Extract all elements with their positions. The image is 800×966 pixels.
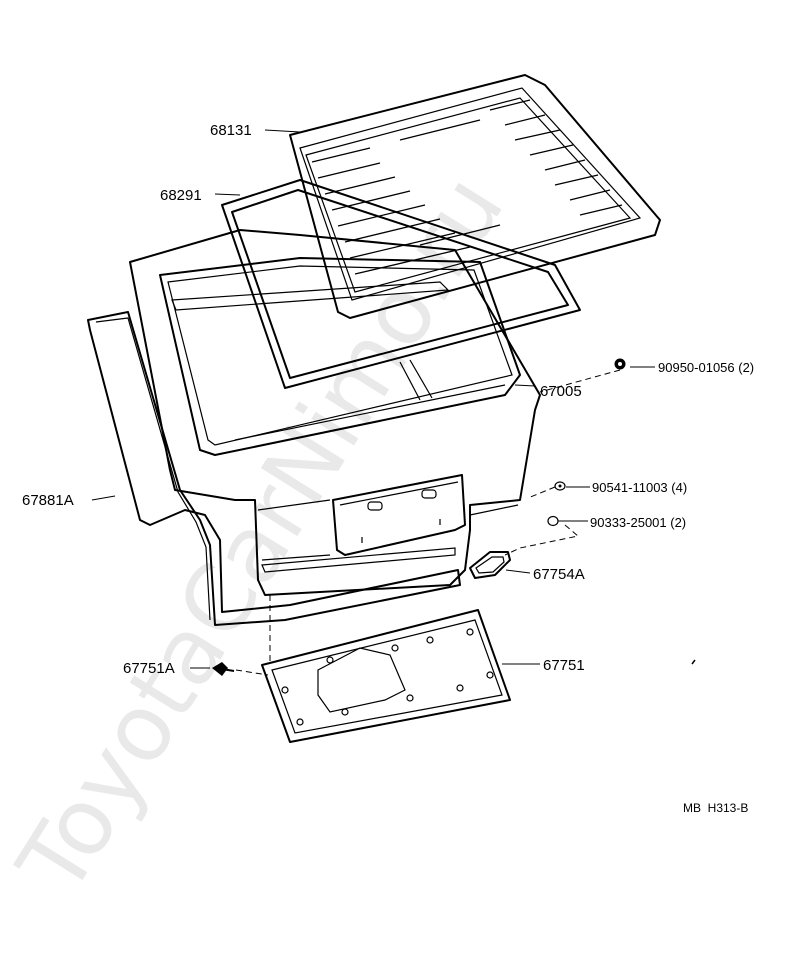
label-90541: 90541-11003 (4) xyxy=(592,480,687,495)
hole-cover-67754a xyxy=(469,551,511,579)
weatherstrip-67881a xyxy=(87,311,461,626)
label-67751: 67751 xyxy=(543,657,585,674)
label-67751a: 67751A xyxy=(123,660,175,677)
clip-90541 xyxy=(554,481,566,491)
label-68131: 68131 xyxy=(210,122,252,139)
back-door-panel-67005 xyxy=(129,229,541,596)
diagram-code: MB H313-B xyxy=(683,801,748,815)
label-90333: 90333-25001 (2) xyxy=(590,515,686,530)
label-67881a: 67881A xyxy=(22,492,74,509)
clip-67751a xyxy=(212,662,235,676)
label-68291: 68291 xyxy=(160,187,202,204)
label-67754a: 67754A xyxy=(533,566,585,583)
trim-board-67751 xyxy=(261,609,511,743)
glass-weatherstrip-68291 xyxy=(221,179,581,389)
label-67005: 67005 xyxy=(540,383,582,400)
ring-90333 xyxy=(547,515,559,527)
back-door-glass-68131 xyxy=(289,74,661,319)
nut-90950 xyxy=(614,358,626,370)
label-90950: 90950-01056 (2) xyxy=(658,360,754,375)
